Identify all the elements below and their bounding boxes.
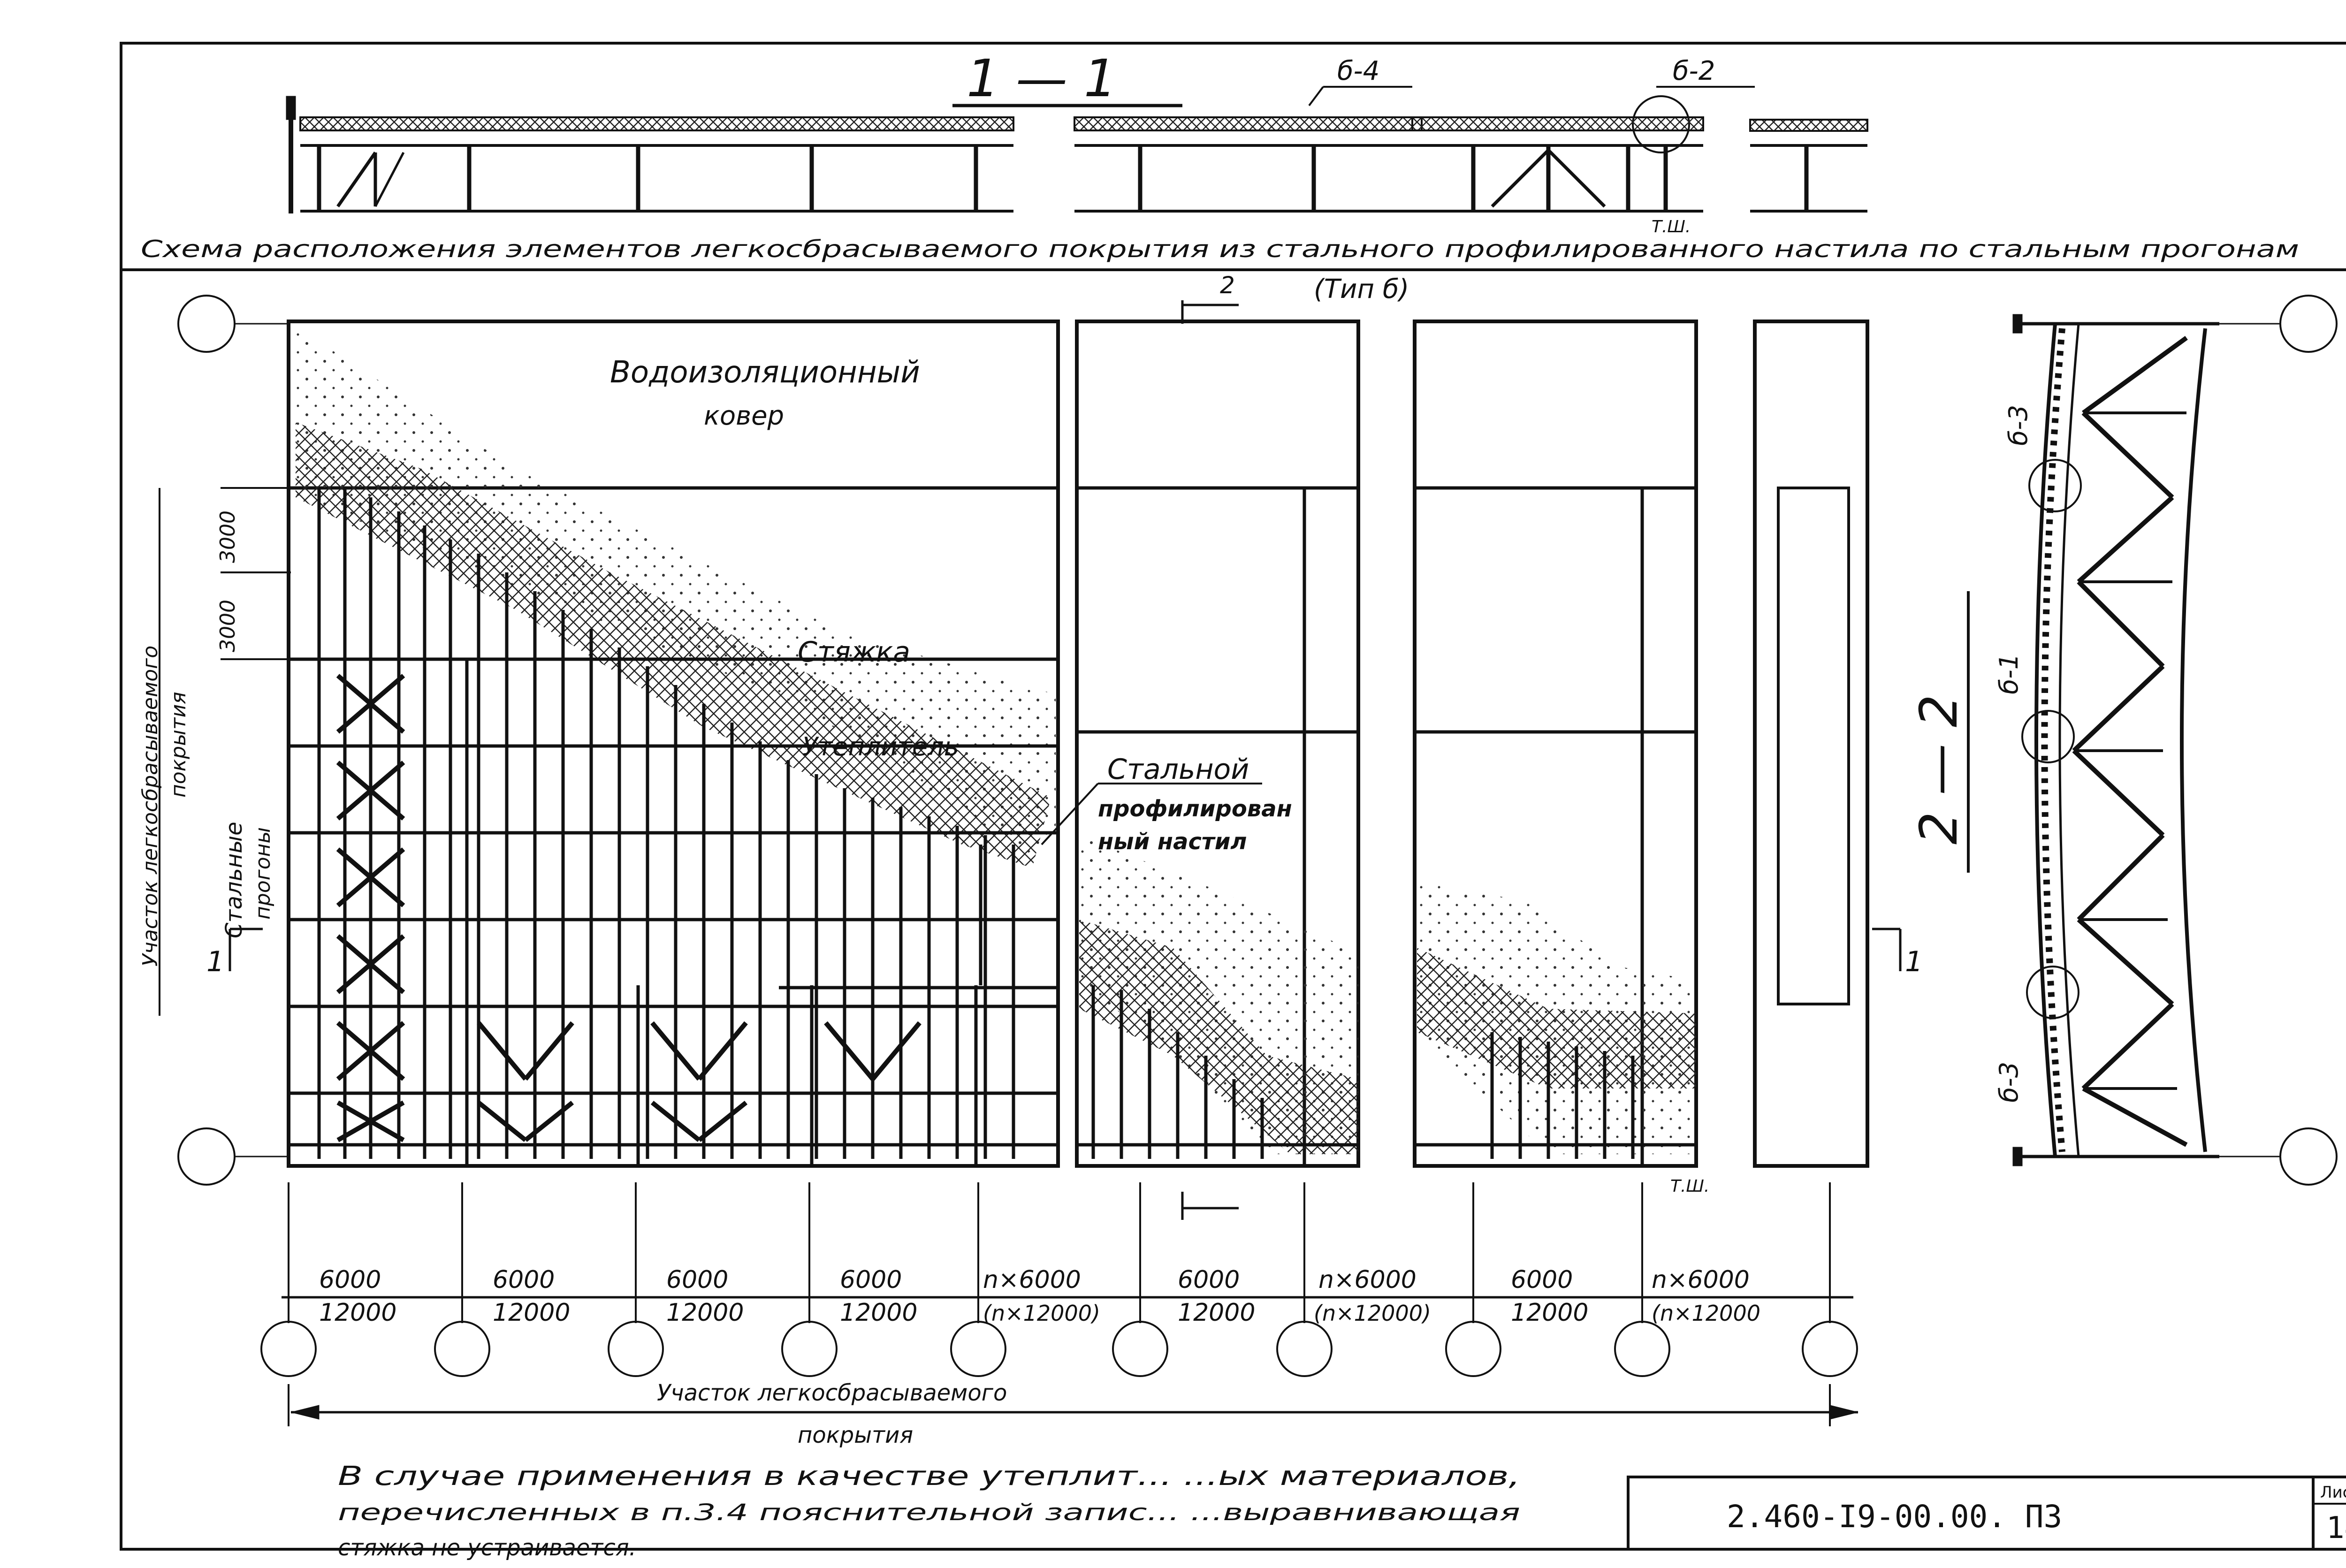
dim-top-5: n×6000	[983, 1266, 1081, 1294]
left-annotations: Участок легкосбрасываемого покрытия Стал…	[138, 272, 1239, 1220]
section-marker-2-top: 2	[1220, 272, 1235, 299]
dim-bottom-5: (n×12000)	[983, 1301, 1100, 1326]
axis-bubble-5	[950, 1321, 1006, 1377]
dim-top-8: 6000	[1511, 1266, 1573, 1294]
dimension-chain: 6000 12000 6000 12000 6000 12000 6000 12…	[260, 1182, 1859, 1448]
callout-b2-label: б-2	[1673, 56, 1715, 86]
detail-circle-b3-bottom	[2026, 966, 2079, 1019]
stamp-code: 2.460-I9-00.00. ПЗ	[1727, 1499, 2062, 1535]
dim-bottom-2: 12000	[493, 1299, 570, 1327]
label-dim-3000-b: 3000	[216, 510, 240, 563]
section-2-2-label: 2 — 2	[1909, 694, 1969, 845]
section-2-2: 2 — 2 б-3 б-1 б-3 1	[1872, 295, 2338, 1186]
dim-top-2: 6000	[493, 1266, 555, 1294]
title-block: Схема расположения элементов легкосбрасы…	[121, 236, 2346, 304]
label-steel-deck: Стальной	[1107, 753, 1249, 786]
dim-bottom-1: 12000	[319, 1299, 396, 1327]
callout-b1: б-1	[1994, 654, 2024, 694]
stamp-sheet-number: 14	[2326, 1511, 2346, 1545]
dim-top-4: 6000	[840, 1266, 902, 1294]
zone-label-2: покрытия	[798, 1422, 913, 1448]
label-screed: Стяжка	[798, 636, 910, 669]
callout-b3-top: б-3	[2003, 405, 2033, 446]
dim-top-6: 6000	[1178, 1266, 1240, 1294]
dim-top-7: n×6000	[1318, 1266, 1417, 1294]
axis-bubble-8	[1445, 1321, 1501, 1377]
axis-bubble-7	[1276, 1321, 1333, 1377]
note-line-2: перечисленных в п.3.4 пояснительной запи…	[338, 1499, 1520, 1526]
dim-bottom-3: 12000	[666, 1299, 744, 1327]
scheme-title: Схема расположения элементов легкосбрасы…	[141, 236, 2299, 263]
label-zone-vertical: Участок легкосбрасываемого	[138, 646, 162, 967]
stamp-sheet-label: Лист	[2320, 1483, 2346, 1502]
axis-bubble-10	[1802, 1321, 1858, 1377]
label-purlins-vertical: Стальные	[221, 822, 247, 938]
dim-bottom-4: 12000	[840, 1299, 917, 1327]
note-line-1: В случае применения в качестве утеплит..…	[338, 1461, 1520, 1492]
section-marker-1-left: 1	[206, 945, 224, 978]
axis-bubble-6	[1112, 1321, 1168, 1377]
zone-label: Участок легкосбрасываемого	[657, 1380, 1007, 1406]
axis-bubble-9	[1614, 1321, 1670, 1377]
section-1-1-label: 1 — 1	[967, 48, 1117, 108]
callout-b3-bottom: б-3	[1994, 1062, 2024, 1103]
label-waterproofing-2: ковер	[704, 401, 784, 431]
dim-bottom-9: (n×12000	[1652, 1301, 1760, 1326]
detail-circle-b3-top	[2028, 459, 2082, 512]
tsh-label-top: Т.Ш.	[1652, 217, 1691, 236]
dim-bottom-8: 12000	[1511, 1299, 1588, 1327]
label-dim-3000-a: 3000	[216, 600, 240, 652]
label-steel-deck-3: ный настил	[1098, 829, 1247, 855]
note-block: В случае применения в качестве утеплит..…	[338, 1461, 1520, 1561]
section-1-1: 1 — 1 б-4 б-2	[286, 48, 1868, 236]
axis-bubble-3	[608, 1321, 664, 1377]
dim-top-1: 6000	[319, 1266, 381, 1294]
axis-bubble-left-top	[177, 295, 236, 353]
label-purlins-vertical-2: прогоны	[251, 827, 275, 920]
detail-circle-b1	[2021, 710, 2075, 763]
dim-bottom-6: 12000	[1178, 1299, 1255, 1327]
axis-bubble-4	[781, 1321, 838, 1377]
dim-top-3: 6000	[666, 1266, 728, 1294]
stamp: 2.460-I9-00.00. ПЗ Лист 14	[1627, 1476, 2346, 1551]
section-marker-1-right: 1	[1905, 945, 1923, 978]
callout-b4-label: б-4	[1337, 56, 1379, 86]
scheme-subtitle: (Тип б)	[1314, 274, 1409, 304]
axis-bubble-right-top	[2279, 295, 2338, 353]
axis-bubble-left-bottom	[177, 1127, 236, 1186]
axis-bubble-right-bottom	[2279, 1127, 2338, 1186]
tsh-label-plan: Т.Ш.	[1670, 1177, 1709, 1196]
axis-bubble-1	[260, 1321, 317, 1377]
plan-view: Водоизоляционный ковер Стяжка Утеплитель…	[287, 320, 1869, 1196]
dim-top-9: n×6000	[1652, 1266, 1750, 1294]
label-steel-deck-2: профилирован	[1098, 796, 1292, 822]
label-zone-vertical-2: покрытия	[167, 692, 190, 798]
label-insulation: Утеплитель	[802, 732, 959, 761]
note-line-3: стяжка не устраивается.	[338, 1535, 636, 1561]
sheet-frame	[120, 42, 2346, 1551]
label-waterproofing: Водоизоляционный	[610, 355, 920, 390]
dim-bottom-7: (n×12000)	[1314, 1301, 1431, 1326]
axis-bubble-2	[434, 1321, 490, 1377]
